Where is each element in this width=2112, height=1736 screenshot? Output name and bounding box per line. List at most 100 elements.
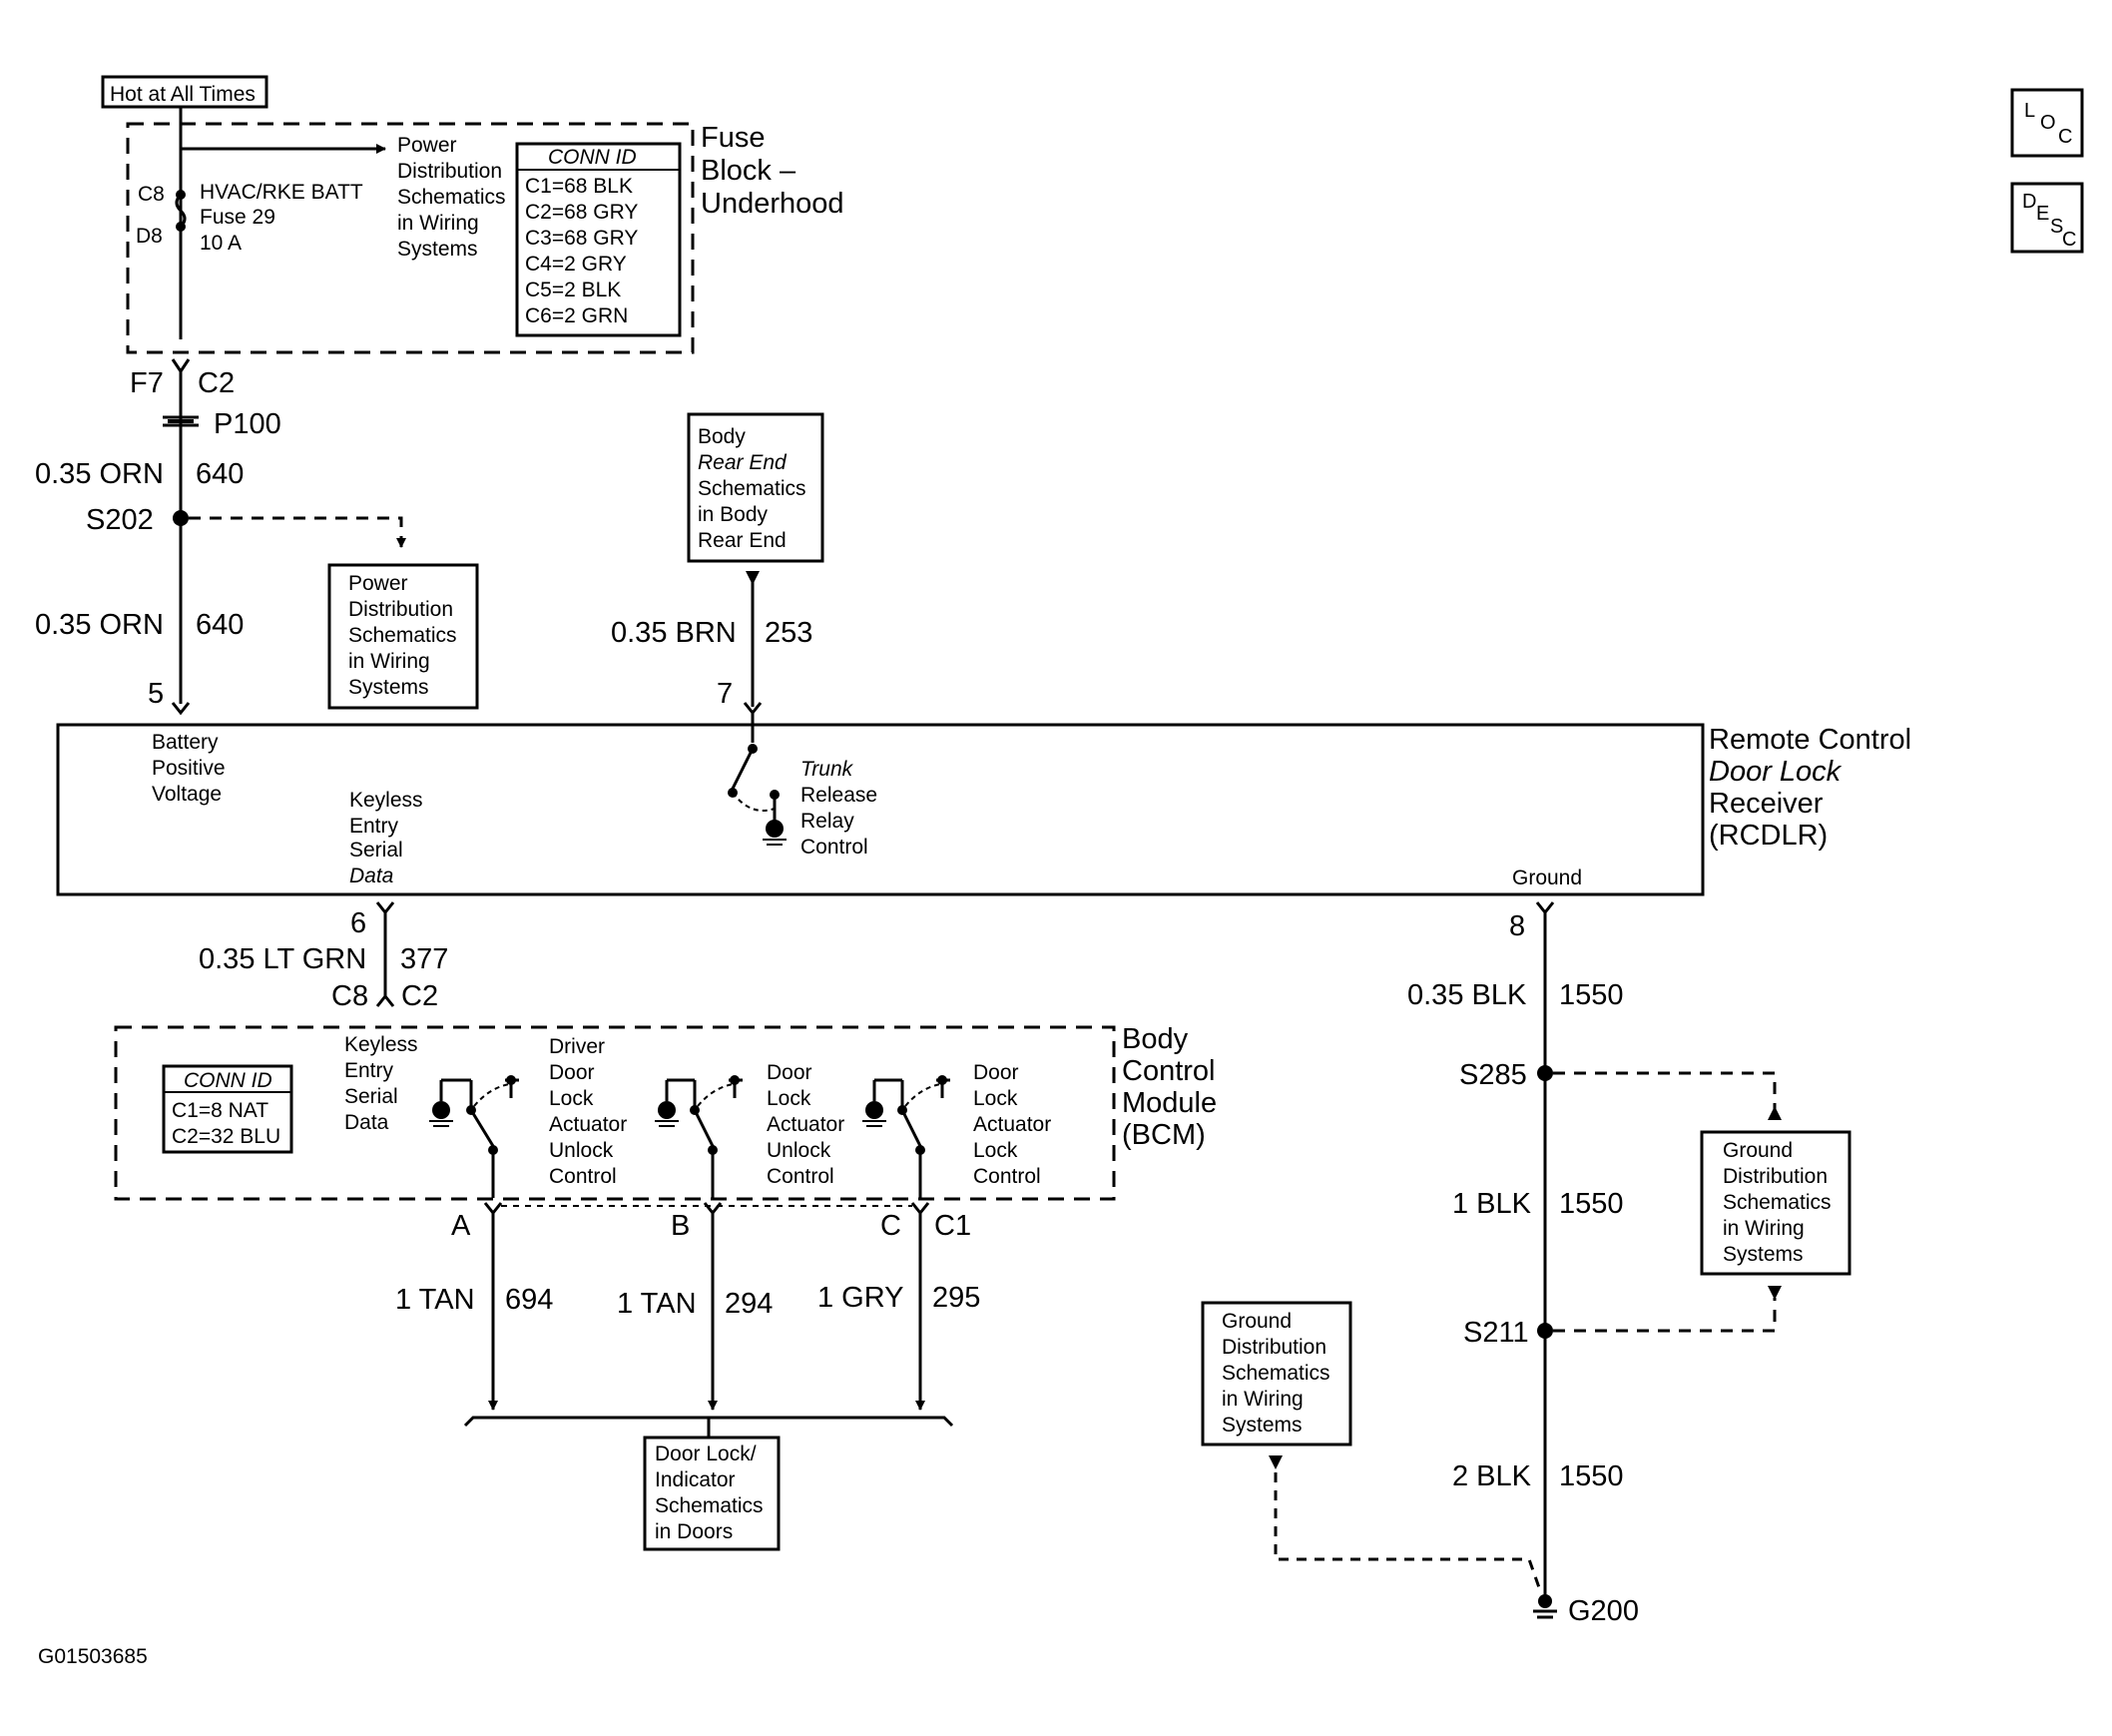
door-lock-indicator-reference-box: Door Lock/ Indicator Schematics in Doors <box>643 1436 781 1551</box>
svg-text:10 A: 10 A <box>200 232 242 255</box>
svg-text:Control: Control <box>973 1165 1041 1188</box>
svg-text:Schematics: Schematics <box>655 1494 764 1517</box>
svg-text:C2: C2 <box>198 367 235 399</box>
svg-text:2 BLK: 2 BLK <box>1452 1460 1532 1492</box>
svg-text:Door Lock: Door Lock <box>1709 756 1843 788</box>
svg-text:D8: D8 <box>136 225 163 248</box>
svg-text:8: 8 <box>1509 910 1525 942</box>
svg-text:Hot at All Times: Hot at All Times <box>110 83 256 106</box>
svg-text:B: B <box>671 1210 690 1242</box>
svg-text:Distribution: Distribution <box>348 598 453 621</box>
svg-text:Systems: Systems <box>397 238 478 261</box>
svg-text:O: O <box>2040 112 2056 134</box>
fuse-block-conn-id-table: CONN ID C1=68 BLK C2=68 GRY C3=68 GRY C4… <box>515 142 682 337</box>
svg-text:in Wiring: in Wiring <box>348 650 430 673</box>
svg-text:Data: Data <box>349 865 393 887</box>
svg-text:5: 5 <box>148 678 164 710</box>
svg-text:in Body: in Body <box>698 503 769 526</box>
svg-text:Voltage: Voltage <box>152 783 222 806</box>
svg-text:HVAC/RKE BATT: HVAC/RKE BATT <box>200 181 363 204</box>
svg-text:0.35 BLK: 0.35 BLK <box>1407 979 1527 1011</box>
loc-icon[interactable]: L O C <box>2010 88 2084 158</box>
fuse-icon <box>175 193 187 229</box>
svg-text:in Wiring: in Wiring <box>397 212 479 235</box>
desc-icon[interactable]: D E S C <box>2010 182 2084 254</box>
svg-text:Unlock: Unlock <box>549 1139 614 1162</box>
svg-text:253: 253 <box>765 617 812 649</box>
svg-text:Entry: Entry <box>349 815 399 838</box>
splice-s285 <box>1537 1065 1553 1081</box>
svg-text:Positive: Positive <box>152 757 226 780</box>
svg-text:Distribution: Distribution <box>1723 1165 1828 1188</box>
door-lock-label: Door Lock Actuator Lock Control <box>973 1061 1051 1188</box>
svg-text:G200: G200 <box>1568 1595 1639 1627</box>
svg-text:S285: S285 <box>1459 1059 1527 1091</box>
bcm-module: CONN ID C1=8 NAT C2=32 BLU Keyless Entry… <box>114 1023 1217 1201</box>
svg-text:0.35 BRN: 0.35 BRN <box>611 617 737 649</box>
svg-text:CONN ID: CONN ID <box>184 1069 272 1092</box>
svg-text:C8: C8 <box>138 183 165 206</box>
figure-id: G01503685 <box>38 1645 148 1668</box>
svg-text:Driver: Driver <box>549 1035 605 1058</box>
svg-text:Battery: Battery <box>152 731 219 754</box>
svg-text:C1=8 NAT: C1=8 NAT <box>172 1099 268 1122</box>
svg-text:Door: Door <box>549 1061 595 1084</box>
svg-text:295: 295 <box>932 1282 980 1314</box>
p100-connector: P100 <box>163 408 281 440</box>
circuit-253: 0.35 BRN 253 7 <box>611 571 812 716</box>
rcdlr-module: Battery Positive Voltage Keyless Entry S… <box>56 713 1911 896</box>
circuit-1550: 8 0.35 BLK 1550 S285 1 BLK 1550 S211 2 B… <box>1269 901 1782 1627</box>
connector-c8-c2 <box>375 993 395 1007</box>
svg-text:Underhood: Underhood <box>701 188 844 220</box>
svg-text:Serial: Serial <box>349 839 403 862</box>
power-distribution-reference: Power Distribution Schematics in Wiring … <box>397 134 506 261</box>
ground-distribution-reference-box-left: Ground Distribution Schematics in Wiring… <box>1201 1301 1352 1447</box>
svg-text:Rear End: Rear End <box>698 529 787 552</box>
svg-text:Fuse: Fuse <box>701 122 765 154</box>
driver-unlock-switch-icon <box>429 1075 519 1198</box>
svg-text:1 TAN: 1 TAN <box>617 1288 697 1320</box>
svg-text:Ground: Ground <box>1222 1310 1292 1333</box>
fuse-block-title: Fuse Block – Underhood <box>701 122 844 220</box>
svg-text:1550: 1550 <box>1559 1460 1624 1492</box>
svg-text:S: S <box>2050 216 2063 238</box>
svg-text:Distribution: Distribution <box>397 160 502 183</box>
ground-distribution-reference-box-right: Ground Distribution Schematics in Wiring… <box>1700 1130 1851 1276</box>
svg-text:in Doors: in Doors <box>655 1520 733 1543</box>
svg-text:C1: C1 <box>934 1210 971 1242</box>
svg-text:Power: Power <box>348 572 408 595</box>
svg-text:Systems: Systems <box>1723 1243 1804 1266</box>
bcm-keyless-entry-label: Keyless Entry Serial Data <box>344 1033 418 1134</box>
svg-text:Block –: Block – <box>701 155 796 187</box>
svg-text:C: C <box>2058 126 2072 148</box>
svg-text:S202: S202 <box>86 504 154 536</box>
splice-s202 <box>173 510 189 526</box>
svg-text:Data: Data <box>344 1111 389 1134</box>
svg-text:CONN ID: CONN ID <box>548 146 637 169</box>
svg-text:Keyless: Keyless <box>344 1033 418 1056</box>
svg-text:Body: Body <box>1122 1023 1189 1055</box>
trunk-release-relay-label: Trunk Release Relay Control <box>800 758 877 859</box>
svg-text:Schematics: Schematics <box>1723 1191 1832 1214</box>
fuse-block-underhood: C8 D8 HVAC/RKE BATT Fuse 29 10 A Power D… <box>126 107 844 354</box>
svg-text:Serial: Serial <box>344 1085 398 1108</box>
svg-text:6: 6 <box>350 907 366 939</box>
svg-text:C: C <box>2062 229 2076 251</box>
svg-text:377: 377 <box>400 943 448 975</box>
svg-text:Lock: Lock <box>973 1087 1018 1110</box>
door-unlock-label: Door Lock Actuator Unlock Control <box>767 1061 844 1188</box>
door-lock-output-circuits: A B C C1 1 TAN 694 1 TAN 294 1 GRY 295 <box>395 1202 980 1438</box>
hot-at-all-times-label: Hot at All Times <box>101 75 268 109</box>
svg-text:Lock: Lock <box>973 1139 1018 1162</box>
svg-text:Fuse 29: Fuse 29 <box>200 206 275 229</box>
circuit-640: F7 C2 P100 0.35 ORN 640 S202 0.35 ORN 64… <box>35 358 406 716</box>
rcdlr-ground-label: Ground <box>1512 867 1582 889</box>
svg-text:C8: C8 <box>331 980 368 1012</box>
svg-text:1 BLK: 1 BLK <box>1452 1188 1532 1220</box>
svg-text:C4=2 GRY: C4=2 GRY <box>525 253 627 276</box>
svg-text:Unlock: Unlock <box>767 1139 831 1162</box>
svg-text:Distribution: Distribution <box>1222 1336 1326 1359</box>
svg-text:694: 694 <box>505 1284 553 1316</box>
svg-text:Schematics: Schematics <box>348 624 457 647</box>
